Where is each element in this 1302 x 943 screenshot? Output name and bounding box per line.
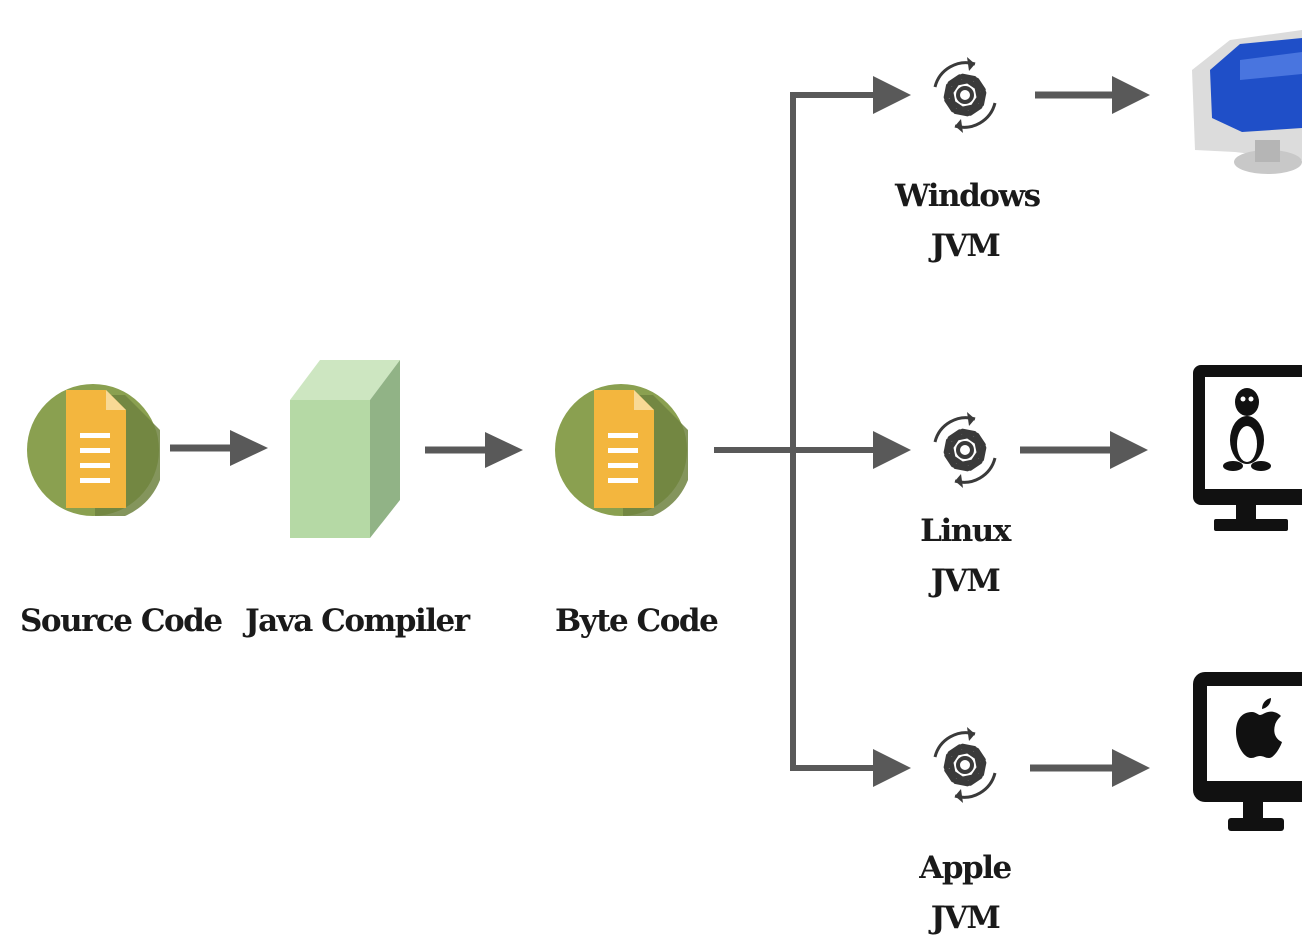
gear-hub	[956, 441, 974, 459]
linux-jvm-suffix: JVM	[930, 563, 1001, 599]
windows-jvm-name: Windows	[895, 178, 1041, 214]
java-compiler-label: Java Compiler	[245, 603, 470, 639]
apple-jvm-gear-icon	[933, 727, 997, 803]
cycle-arrow-head	[967, 727, 975, 741]
linux-computer-icon	[1193, 365, 1302, 531]
gear-hub	[956, 86, 974, 104]
source-code-label: Source Code	[20, 603, 223, 639]
byte-code-label: Byte Code	[555, 603, 719, 639]
gear-hub	[956, 756, 974, 774]
apple-jvm-suffix: JVM	[930, 900, 1001, 936]
java-compiler-cube-icon	[290, 360, 400, 538]
windows-jvm-gear-icon	[933, 57, 997, 133]
gear-outline	[943, 73, 987, 117]
windows-jvm-suffix: JVM	[930, 228, 1001, 264]
cycle-arrow-head	[955, 789, 963, 803]
gear-outline	[943, 743, 987, 787]
windows-computer-icon	[1192, 30, 1302, 174]
arrow-to-windows-jvm	[873, 76, 911, 114]
apple-jvm-label: Apple JVM	[895, 843, 1035, 943]
arrow-compiler-to-bytecode	[425, 432, 523, 468]
bytecode-branch-connector	[714, 92, 877, 771]
cycle-arrow-head	[967, 412, 975, 426]
linux-jvm-gear-icon	[933, 412, 997, 488]
source-code-icon	[27, 384, 160, 516]
linux-jvm-label: Linux JVM	[895, 506, 1035, 606]
tux-penguin-icon	[1223, 388, 1271, 471]
apple-computer-icon	[1193, 672, 1302, 831]
arrow-source-to-compiler	[170, 430, 268, 466]
cycle-arrow-head	[967, 57, 975, 71]
windows-jvm-label: Windows JVM	[895, 171, 1041, 271]
apple-logo-icon	[1236, 698, 1282, 758]
arrow-apple-jvm-to-computer	[1030, 749, 1150, 787]
cycle-arrow-head	[955, 474, 963, 488]
apple-jvm-name: Apple	[919, 850, 1012, 886]
byte-code-icon	[555, 384, 688, 516]
arrow-to-apple-jvm	[873, 749, 911, 787]
gear-outline	[943, 428, 987, 472]
cycle-arrow-head	[955, 119, 963, 133]
linux-jvm-name: Linux	[920, 513, 1011, 549]
arrow-to-linux-jvm	[873, 431, 911, 469]
arrow-linux-jvm-to-computer	[1020, 431, 1148, 469]
arrow-windows-jvm-to-computer	[1035, 76, 1150, 114]
